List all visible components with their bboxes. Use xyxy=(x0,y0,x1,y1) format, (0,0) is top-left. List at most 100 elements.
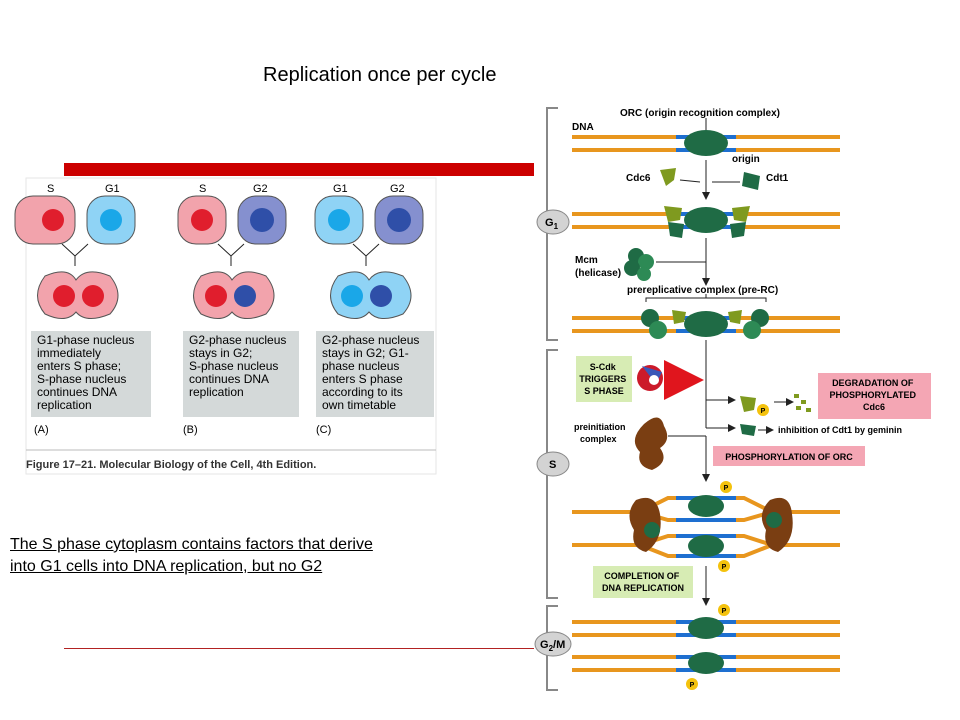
phosphate-label: P xyxy=(722,608,727,615)
mcm-helicase xyxy=(624,248,654,281)
cdc6-protein xyxy=(664,206,682,222)
cdt1-protein xyxy=(730,222,746,238)
figure-caption: Figure 17–21. Molecular Biology of the C… xyxy=(26,459,316,471)
origin-segment xyxy=(676,518,736,522)
phosphate-label: P xyxy=(690,682,695,689)
line: stays in G2; xyxy=(189,346,252,360)
nucleus-2 xyxy=(82,285,104,307)
preinitiation-complex xyxy=(634,417,668,470)
line: phase nucleus xyxy=(322,359,399,373)
panel-c-text-box xyxy=(316,331,434,417)
line: G2-phase nucleus xyxy=(189,333,286,347)
origin-label: origin xyxy=(732,154,760,165)
cdc6-protein xyxy=(660,168,676,186)
dna-duplex-2 xyxy=(572,206,840,238)
line: continues DNA xyxy=(37,385,117,399)
phosphate-label: P xyxy=(724,485,729,492)
phosphate-label: P xyxy=(722,564,727,571)
dna-duplex-g2m-2 xyxy=(572,652,840,674)
orc-complex xyxy=(684,311,728,337)
phosphorylation-label: PHOSPHORYLATION OF ORC xyxy=(725,452,853,462)
phosphate-marker xyxy=(686,678,698,690)
panel-a-text: G1-phase nucleus immediately enters S ph… xyxy=(37,333,138,412)
g1-phase-label: G1 xyxy=(545,217,559,231)
dna-duplex-1 xyxy=(572,130,840,156)
mcm-ring xyxy=(649,321,667,339)
fused-cell xyxy=(37,271,119,319)
orc-complex xyxy=(688,535,724,557)
prerc-label: prereplicative complex (pre-RC) xyxy=(627,285,778,296)
panel-c-letter: (C) xyxy=(316,424,331,436)
panel-c: G1 G2 G2-phase nucleus stays in G2; G1- … xyxy=(314,183,434,436)
degraded-fragments xyxy=(794,394,811,412)
g2m-phase-label: G2/M xyxy=(540,639,565,653)
phosphate-marker xyxy=(718,604,730,616)
degradation-box xyxy=(818,373,931,419)
cdc6-label: Cdc6 xyxy=(626,173,651,184)
mcm-label: Mcm xyxy=(575,255,598,266)
g1-phase-nucleus xyxy=(328,209,350,231)
fusion-arrow xyxy=(352,243,380,266)
phosphate-label: P xyxy=(761,408,766,415)
nucleus-1 xyxy=(53,285,75,307)
line: stays in G2; G1- xyxy=(322,346,409,360)
s-phase-nucleus xyxy=(191,209,213,231)
inhibition-label: inhibition of Cdt1 by geminin xyxy=(778,425,902,435)
panel-c-cell1-label: G1 xyxy=(333,183,348,195)
line: replication xyxy=(37,398,92,412)
line: immediately xyxy=(37,346,101,360)
orc-label: ORC (origin recognition complex) xyxy=(620,108,780,119)
phosphate-marker xyxy=(757,404,769,416)
fusion-arrow xyxy=(61,243,89,266)
fusion-arrow xyxy=(217,243,245,266)
g2m-phase-badge xyxy=(534,631,572,657)
panel-b-cell2-label: G2 xyxy=(253,183,268,195)
red-divider-line xyxy=(64,648,536,649)
phosphorylation-box xyxy=(713,446,865,466)
dna-duplex-g2m-1 xyxy=(572,617,840,639)
scdk-label: S-Cdk TRIGGERS S PHASE xyxy=(579,362,629,396)
s-phase-nucleus xyxy=(42,209,64,231)
scdk-box xyxy=(576,356,632,402)
cdt1-label: Cdt1 xyxy=(766,173,789,184)
line: enters S phase xyxy=(322,372,403,386)
fused-cell xyxy=(193,271,275,319)
s-phase-label: S xyxy=(549,459,556,471)
g1-phase-badge xyxy=(536,209,570,235)
panel-a: S G1 G1-phase nucleus immediately enters… xyxy=(14,183,151,436)
panel-c-text: G2-phase nucleus stays in G2; G1- phase … xyxy=(322,333,423,412)
mcm-ring xyxy=(766,512,782,528)
caption-line-1: The S phase cytoplasm contains factors t… xyxy=(10,536,373,553)
slide-title: Replication once per cycle xyxy=(263,64,497,86)
dna-duplex-3 xyxy=(572,309,840,339)
line: S-phase nucleus xyxy=(37,372,126,386)
s-phase-badge xyxy=(536,451,570,477)
cdt1-protein xyxy=(668,222,684,238)
nucleus-2 xyxy=(370,285,392,307)
line: own timetable xyxy=(322,398,396,412)
orc-complex xyxy=(688,617,724,639)
line: according to its xyxy=(322,385,403,399)
slide-caption: The S phase cytoplasm contains factors t… xyxy=(10,534,510,578)
nucleus-1 xyxy=(341,285,363,307)
line: enters S phase; xyxy=(37,359,121,373)
scdk-complex xyxy=(637,365,663,391)
panel-a-cell2-label: G1 xyxy=(105,183,120,195)
replication-bubble xyxy=(572,495,840,558)
orc-complex xyxy=(688,495,724,517)
phosphate-marker xyxy=(720,481,732,493)
orc-complex xyxy=(688,652,724,674)
cdt1-protein xyxy=(740,424,756,436)
line: G2-phase nucleus xyxy=(322,333,419,347)
line: G1-phase nucleus xyxy=(37,333,134,347)
prerc-bracket xyxy=(645,294,767,302)
nucleus-2 xyxy=(234,285,256,307)
panel-b-text: G2-phase nucleus stays in G2; S-phase nu… xyxy=(189,333,290,399)
preinitiation-label: preinitiation complex xyxy=(574,422,628,444)
panel-a-cell1-label: S xyxy=(47,183,54,195)
cdc6-protein xyxy=(740,396,756,412)
completion-label: COMPLETION OF DNA REPLICATION xyxy=(602,571,684,593)
cdc6-protein xyxy=(728,310,742,324)
